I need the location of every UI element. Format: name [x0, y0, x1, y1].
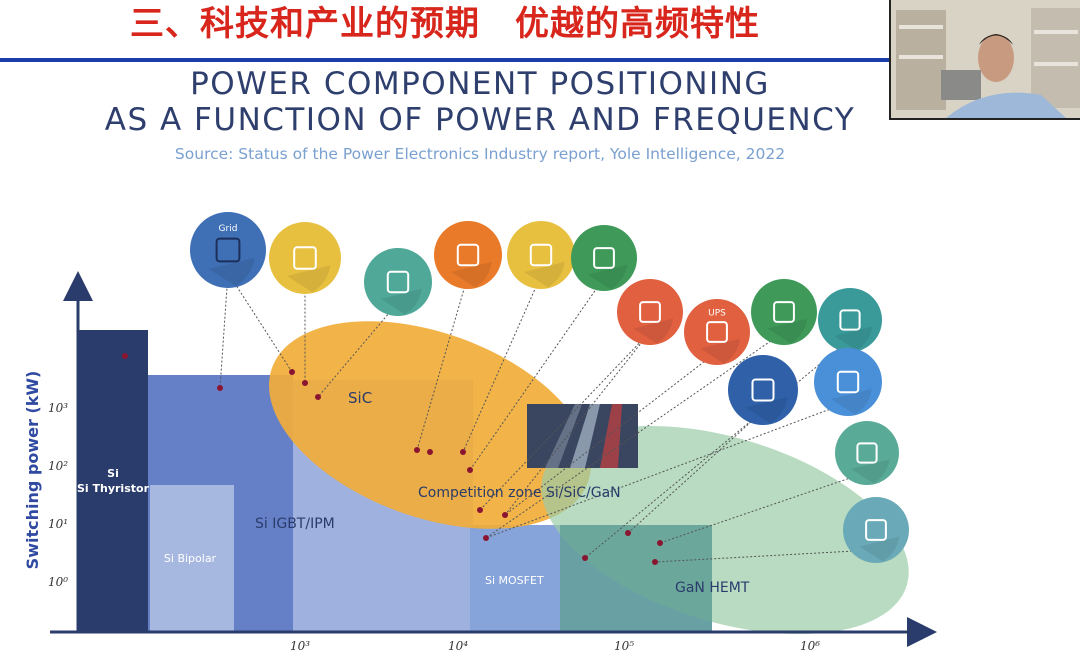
application-label: Grid [219, 224, 238, 234]
x-tick: 10⁶ [800, 639, 820, 653]
solar-panel-icon [529, 243, 553, 267]
x-tick: 10³ [290, 639, 310, 653]
presenter-video [891, 0, 1080, 118]
application-dot [217, 385, 223, 391]
application-dot [414, 447, 420, 453]
application-dot [582, 555, 588, 561]
report-cover-image [527, 404, 638, 468]
connector-line [584, 338, 851, 559]
wind-turbine-icon [293, 246, 317, 270]
application-dot [657, 540, 663, 546]
application-dot [483, 535, 489, 541]
x-tick: 10⁵ [614, 639, 634, 653]
label-igbt: Si IGBT/IPM [255, 516, 335, 532]
application-monitor-icon [843, 497, 909, 563]
label-sic: SiC [348, 389, 372, 407]
label-gan: GaN HEMT [675, 580, 750, 596]
y-tick: 10¹ [48, 517, 68, 531]
application-dot [289, 369, 295, 375]
connector-line [317, 302, 399, 398]
power-plug-icon [856, 442, 878, 464]
robot-arm-icon [839, 309, 861, 331]
application-power-plug-icon [835, 421, 899, 485]
motor-icon [773, 301, 795, 323]
application-charging-station-icon [571, 225, 637, 291]
application-dot [302, 380, 308, 386]
application-battery-icon [434, 221, 502, 289]
y-axis-label: Switching power (kW) [23, 371, 42, 570]
application-train-icon [364, 248, 432, 316]
monitor-icon [865, 519, 887, 541]
label-mosfet: Si MOSFET [485, 574, 544, 587]
title-divider [0, 58, 890, 62]
connector-line [485, 331, 785, 539]
charging-station-icon [593, 247, 615, 269]
power-tower-icon [215, 237, 241, 263]
label-competition: Competition zone Si/SiC/GaN [418, 485, 621, 501]
connector-line [485, 401, 849, 539]
connector-line [219, 272, 229, 389]
slide-source: Source: Status of the Power Electronics … [174, 145, 786, 163]
application-dot [427, 449, 433, 455]
y-tick: 10⁰ [48, 575, 68, 589]
slide-title-line1: POWER COMPONENT POSITIONING [190, 66, 770, 102]
application-washing-machine-icon [728, 355, 798, 425]
application-electric-car-icon [617, 279, 683, 345]
application-dot [467, 467, 473, 473]
application-label: UPS [708, 309, 726, 319]
slide-title-line2: AS A FUNCTION OF POWER AND FREQUENCY [104, 102, 856, 138]
region-gan-hemt [560, 525, 712, 632]
train-icon [386, 270, 410, 294]
connector-line [227, 272, 293, 373]
region-sic [269, 321, 591, 529]
connector-line [659, 471, 868, 544]
application-dot [477, 507, 483, 513]
region-thyristor [78, 330, 148, 632]
label-thyristor-si: Si [107, 467, 119, 480]
application-server-icon [814, 348, 882, 416]
label-bipolar: Si Bipolar [164, 552, 217, 565]
y-tick: 10² [48, 459, 68, 473]
region-bipolar [150, 485, 234, 632]
application-dot [625, 530, 631, 536]
washing-machine-icon [751, 378, 775, 402]
application-dot [652, 559, 658, 565]
server-icon [836, 370, 860, 394]
webcam-overlay [889, 0, 1080, 120]
application-dot [460, 449, 466, 455]
application-power-button-icon: UPS [684, 299, 750, 365]
connector-line [504, 331, 651, 516]
connector-line [654, 549, 877, 563]
application-dot [122, 353, 128, 359]
application-motor-icon [751, 279, 817, 345]
application-dot [502, 512, 508, 518]
application-dot [315, 394, 321, 400]
label-thyristor: Si Thyristor [77, 482, 150, 495]
connector-line [504, 351, 718, 516]
application-power-tower-icon: Grid [190, 212, 266, 288]
application-wind-turbine-icon [269, 222, 341, 294]
connector-line [479, 331, 651, 511]
connector-line [469, 277, 605, 471]
electric-car-icon [639, 301, 661, 323]
slide-chinese-title: 三、科技和产业的预期 优越的高频特性 [130, 4, 760, 44]
application-solar-panel-icon [507, 221, 575, 289]
application-robot-arm-icon [818, 288, 882, 352]
x-tick: 10⁴ [448, 639, 468, 653]
battery-icon [456, 243, 480, 267]
y-tick: 10³ [48, 401, 68, 415]
connector-line [462, 275, 542, 453]
power-button-icon [706, 321, 728, 343]
